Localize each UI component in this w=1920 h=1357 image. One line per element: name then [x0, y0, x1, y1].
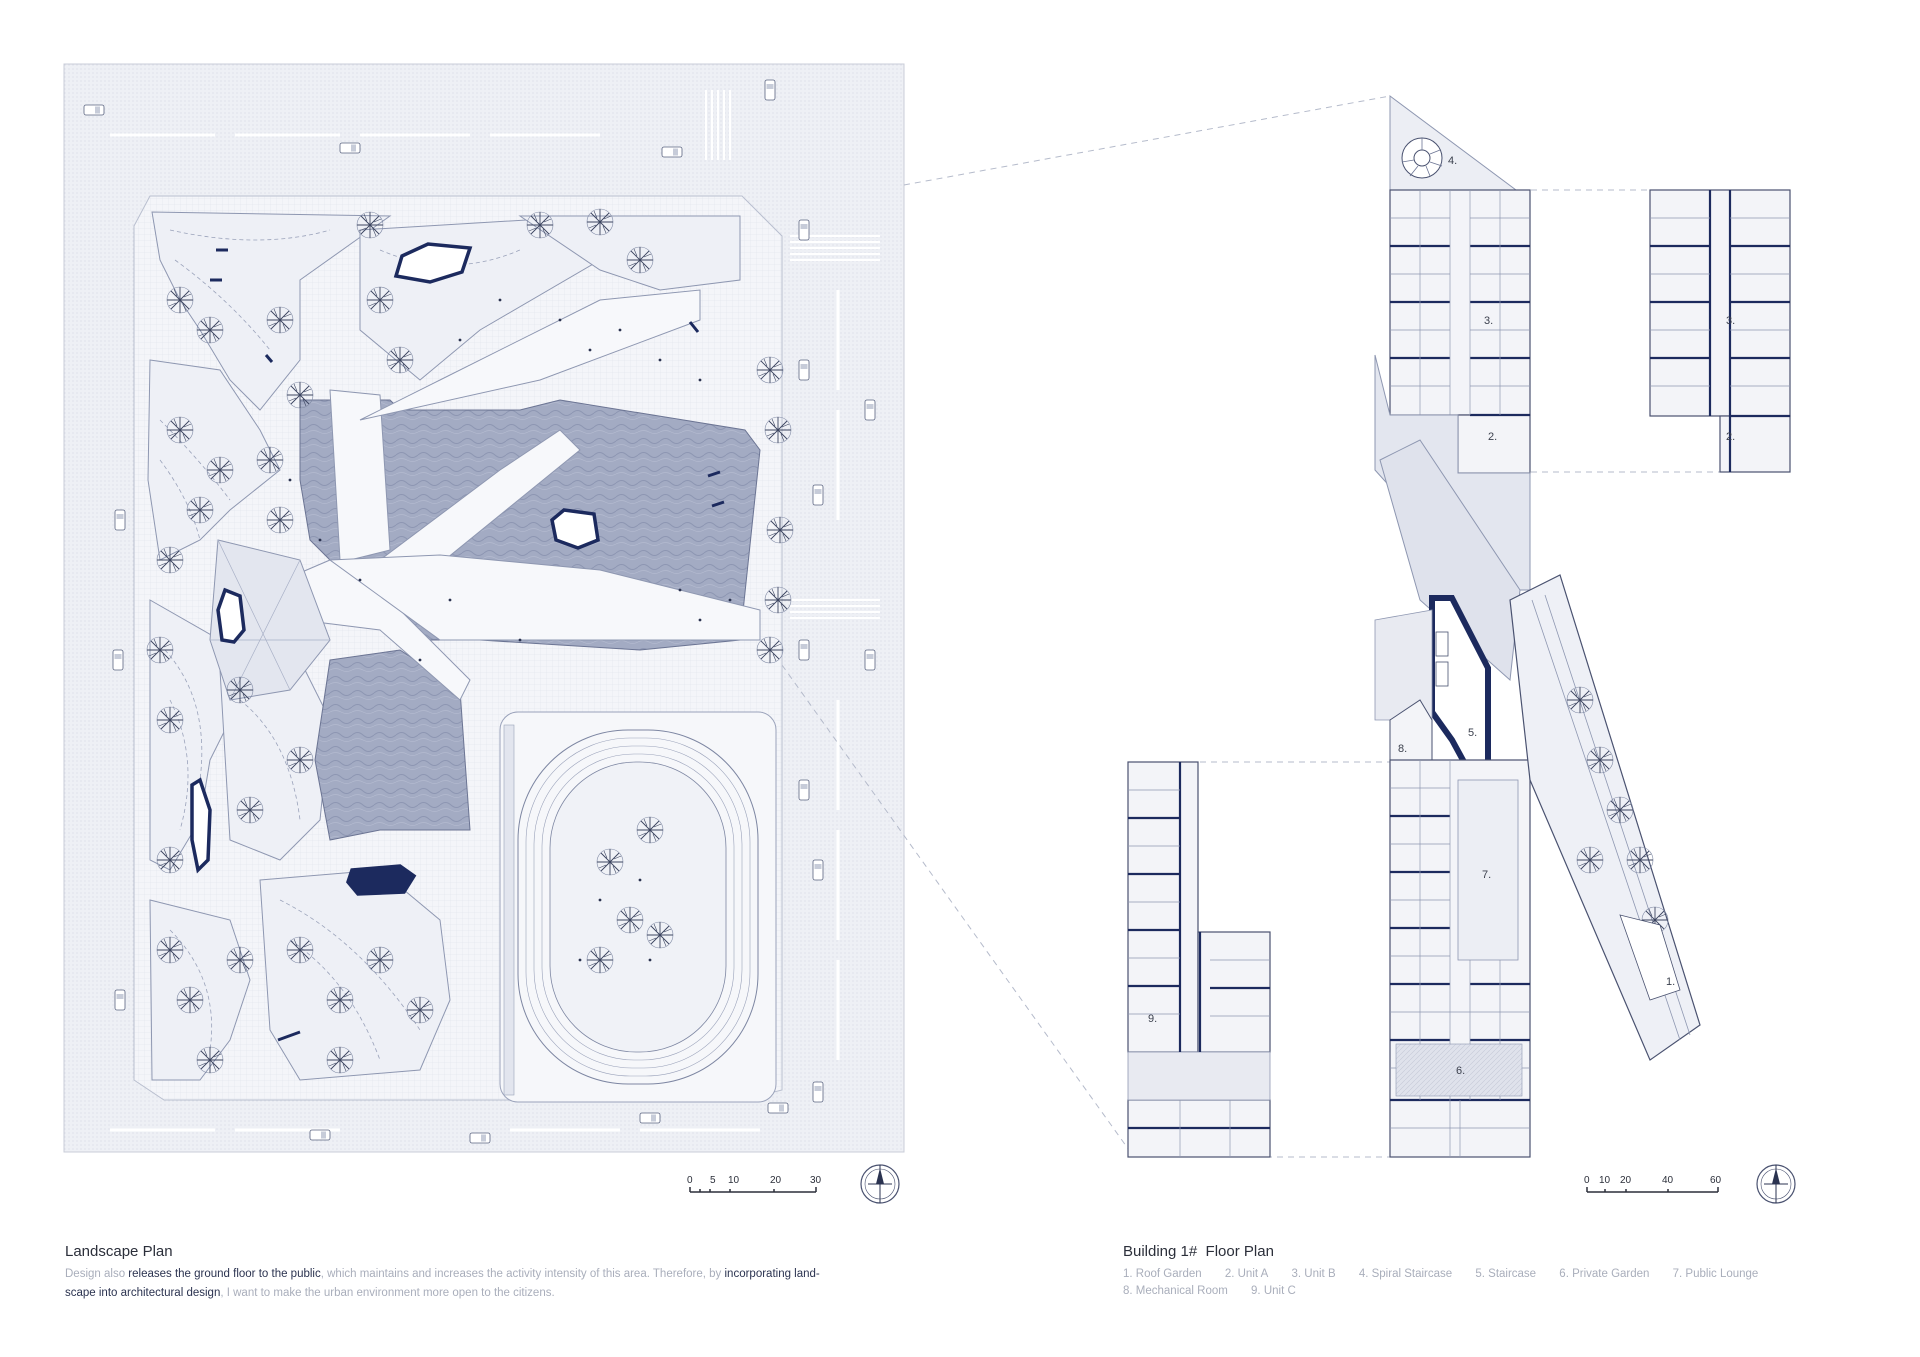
unit-a-block	[1457, 414, 1531, 474]
room-label-unit-b: 3.	[1726, 315, 1735, 327]
legend-item: 7. Public Lounge	[1672, 1268, 1759, 1280]
room-labels: 1. 2. 2. 3. 3. 4. 5. 6. 7. 8. 9.	[1148, 155, 1735, 1077]
crosswalk-north	[705, 90, 731, 160]
people-dots	[288, 298, 732, 962]
description-part: , I want to make the urban environment m…	[220, 1287, 555, 1299]
legend-row: 8. Mechanical Room 9. Unit C	[1123, 1285, 1903, 1297]
legend-item: 9. Unit C	[1251, 1285, 1296, 1297]
zoom-connector-lines	[781, 95, 1720, 1158]
floor-plan-title: Building 1# Floor Plan	[1123, 1243, 1274, 1260]
description-highlight: releases the ground floor to the public	[128, 1268, 321, 1280]
crosswalk-east	[790, 235, 880, 619]
room-label-unit-b: 3.	[1484, 315, 1493, 327]
legend-item: 4. Spiral Staircase	[1358, 1268, 1453, 1280]
scale-tick: 30	[810, 1175, 822, 1186]
scale-tick: 0	[1584, 1175, 1590, 1186]
room-partitions-right	[1650, 217, 1790, 387]
floor-plan-legend: 1. Roof Garden 2. Unit A 3. Unit B 4. Sp…	[1123, 1268, 1903, 1297]
scale-tick: 20	[1620, 1175, 1632, 1186]
hexagonal-skylights	[190, 242, 600, 896]
public-lounge	[1457, 779, 1519, 961]
benches	[210, 248, 725, 1042]
scale-tick: 10	[1599, 1175, 1611, 1186]
sports-field	[499, 711, 777, 1103]
scale-tick: 40	[1662, 1175, 1674, 1186]
north-arrow-icon	[860, 1164, 900, 1204]
scale-bar: 0 5 10 20 30	[687, 1175, 822, 1193]
scale-tick: 60	[1710, 1175, 1722, 1186]
room-label-public-lounge: 7.	[1482, 869, 1491, 881]
room-label-staircase: 5.	[1468, 727, 1477, 739]
room-label-unit-a: 2.	[1726, 431, 1735, 443]
unit-walls-right	[1650, 190, 1790, 472]
room-label-private-garden: 6.	[1456, 1065, 1465, 1077]
legend-item: 1. Roof Garden	[1123, 1268, 1202, 1280]
description-part: , which maintains and increases the acti…	[320, 1268, 725, 1280]
legend-row: 1. Roof Garden 2. Unit A 3. Unit B 4. Sp…	[1123, 1268, 1903, 1280]
room-label-mechanical-room: 8.	[1398, 743, 1407, 755]
description-part: Design also	[65, 1268, 129, 1280]
room-label-spiral-staircase: 4.	[1448, 155, 1457, 167]
legend-item: 3. Unit B	[1291, 1268, 1336, 1280]
legend-item: 2. Unit A	[1224, 1268, 1269, 1280]
landscape-plan-description: Design also releases the ground floor to…	[65, 1265, 925, 1303]
scale-tick: 5	[710, 1175, 716, 1186]
detached-block-left	[1127, 761, 1199, 1053]
scale-tick: 0	[687, 1175, 693, 1186]
garden-areas	[147, 211, 741, 1081]
private-garden	[1395, 1043, 1523, 1097]
room-label-roof-garden: 1.	[1666, 976, 1675, 988]
room-label-unit-c: 9.	[1148, 1013, 1157, 1025]
description-highlight: scape into architectural design	[65, 1287, 221, 1299]
spiral-staircase-icon	[1401, 137, 1443, 179]
room-label-unit-a: 2.	[1488, 431, 1497, 443]
scale-bar: 0 10 20 40 60	[1584, 1175, 1722, 1193]
description-highlight: incorporating land-	[724, 1268, 820, 1280]
scale-tick: 20	[770, 1175, 782, 1186]
scale-tick: 10	[728, 1175, 740, 1186]
description-line-1: Design also releases the ground floor to…	[65, 1265, 925, 1284]
room-partitions-left	[1128, 789, 1270, 1157]
mechanical-room	[1389, 699, 1433, 761]
north-arrow-icon	[1756, 1164, 1796, 1204]
room-partitions-main	[1390, 190, 1530, 415]
landscape-plan: 0 5 10 20 30	[63, 63, 905, 1204]
floor-plan: 1. 2. 2. 3. 3. 4. 5. 6. 7. 8. 9. 0 10 20…	[1127, 95, 1796, 1204]
landscape-plan-title: Landscape Plan	[65, 1243, 173, 1260]
legend-item: 6. Private Garden	[1559, 1268, 1650, 1280]
legend-item: 8. Mechanical Room	[1123, 1285, 1228, 1297]
description-line-2: scape into architectural design, I want …	[65, 1284, 925, 1303]
unit-walls-left	[1128, 762, 1270, 1130]
legend-item: 5. Staircase	[1475, 1268, 1537, 1280]
